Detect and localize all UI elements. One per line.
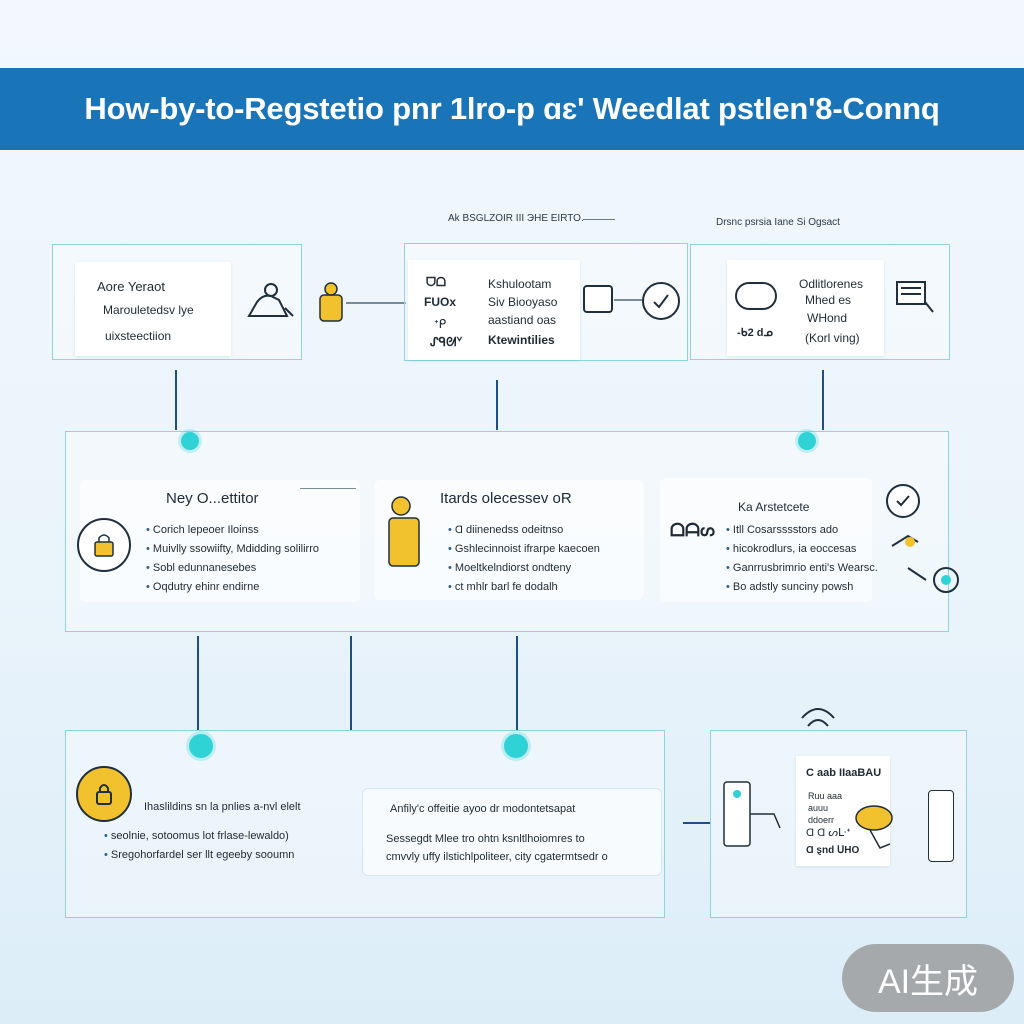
step-card-2-left-2: FUOx [424, 295, 457, 309]
list-row3-left: seolnie, sotoomus lot frlase-lewaldo) Sr… [104, 830, 294, 868]
hand-key-icon [855, 805, 893, 849]
subheading-right: Ka Arstetcete [738, 500, 810, 514]
list-item: Oqdutry ehinr endirne [146, 581, 319, 600]
step-card-3-line-2: Mhed es [805, 293, 852, 307]
connector-row3-r [683, 822, 711, 824]
list-item: Moeltkelndiorst ondteny [448, 562, 600, 581]
row3-left-title: Ihaslildins sn la pnlies a-nvl elelt [144, 801, 301, 813]
page-title: How-by-to-Regstetio pnr 1lro-p ɑɛ' Weedl… [84, 91, 940, 126]
list-center: Ɑ diinenedss odeitnso Gshlecinnoist ifra… [448, 524, 600, 600]
check-mark-icon [653, 294, 669, 309]
lock-shape-icon [94, 534, 114, 557]
node-row2-left [181, 432, 199, 450]
laptop-icon [896, 281, 934, 313]
row3-center-line-1: Sessegdt Mlee tro ohtn ksnltlhoiomres to [386, 833, 585, 845]
sub-card-right-label: ᗝᗩᔕ [670, 520, 716, 540]
subheading-left: Ney O...ettitor [166, 490, 259, 507]
list-item: Ganrrusbrimrio enti's Wearsc. [726, 562, 878, 581]
phone-door-icon [723, 781, 781, 847]
step-card-3-line-4: (Korl ving) [805, 331, 860, 345]
person-yellow-icon [319, 282, 343, 322]
user-register-icon [247, 283, 294, 317]
phone-icon [583, 285, 613, 313]
step-card-3-line-3: WHond [807, 311, 848, 325]
confirmation-card-line-1: Ruu aaa [808, 791, 843, 801]
caption-center-top: Ak BSGLZOIR III ЭНЕ EIRTO. [448, 213, 584, 224]
key-hand-icon [891, 534, 959, 593]
node-row3-center [504, 734, 528, 758]
step-card-1-line-3: uixsteectiion [105, 329, 172, 343]
padlock-shape-icon [96, 784, 112, 805]
step-card-1-line-1: Aore Yeraot [97, 279, 165, 294]
step-card-2-right-2: Siv Biooyaso [488, 295, 558, 309]
connector-v1 [175, 370, 177, 430]
list-right: Itll Cosarsssstors ado hicokrodlurs, ia … [726, 524, 878, 600]
step-card-3: Odlitlorenes Mhed es WHond (Korl ving) -… [727, 260, 884, 356]
step-card-2-right-4: Ktewintilies [488, 333, 555, 347]
step-card-1-line-2: Marouletedsv lye [103, 303, 194, 317]
confirmation-card-line-5: Ɑ ȿnd ᑌHO [806, 845, 860, 856]
connector-row2-a [300, 488, 356, 489]
confirmation-card-line-4: Ɑ Ɑ ᔕᒷᐩ [806, 827, 851, 839]
step-card-2-right-1: Kshulootam [488, 277, 552, 291]
connector-v4 [197, 636, 199, 730]
smile-shape-icon [896, 495, 910, 507]
title-banner: How-by-to-Regstetio pnr 1lro-p ɑɛ' Weedl… [0, 68, 1024, 150]
connector-row1-a [346, 302, 406, 304]
subheading-center: Itards olecessev oR [440, 490, 572, 507]
connector-v2 [496, 380, 498, 430]
list-item: seolnie, sotoomus lot frlase-lewaldo) [104, 830, 294, 849]
node-row3-left [189, 734, 213, 758]
step-card-2: ᗜᗝ FUOx ᐩᑭ ᔑᑫᘛᘁ Kshulootam Siv Biooyaso … [408, 260, 580, 360]
row3-center-title: Anfily'c offeitie ayoo dr modontetsapat [390, 803, 576, 815]
list-item: Muivlly ssowiifty, Mdidding solilirro [146, 543, 319, 562]
step-card-3-tag: -ᑲ2 dᓄ [737, 327, 773, 339]
confirmation-card-title: C aab IIaaBAU [806, 767, 882, 779]
connector-row1-b [614, 299, 642, 301]
list-left: Corich lepeoer Iloinss Muivlly ssowiifty… [146, 524, 319, 600]
step-card-2-left-1: ᗜᗝ [426, 275, 446, 289]
door-icon [928, 790, 954, 862]
list-item: Bo adstly sunciny powsh [726, 581, 878, 600]
list-item: Corich lepeoer Iloinss [146, 524, 319, 543]
check-circle-icon [642, 282, 680, 320]
list-item: Ɑ diinenedss odeitnso [448, 524, 600, 543]
step-card-3-line-1: Odlitlorenes [799, 277, 864, 291]
sub-card-row3-center [362, 788, 662, 876]
step-card-2-right-3: aastiand oas [488, 313, 557, 327]
node-row2-right [798, 432, 816, 450]
list-item: hicokrodlurs, ia eoccesas [726, 543, 878, 562]
connector-v6 [516, 636, 518, 730]
confirmation-card-line-3: ddoerr [808, 815, 835, 825]
lock-icon [77, 518, 131, 572]
row3-center-line-2: cmvvly uffy ilstichlpoliteer, city cgate… [386, 851, 608, 863]
ai-generated-badge: AI生成 [842, 944, 1014, 1012]
list-item: Itll Cosarsssstors ado [726, 524, 878, 543]
padlock-icon [76, 766, 132, 822]
caption-right-top: Drsnc psrsia Iane Si Ogsact [716, 217, 840, 228]
step-card-2-left-3: ᐩᑭ [434, 317, 447, 331]
step-card-2-left-4: ᔑᑫᘛᘁ [430, 335, 463, 349]
group-icon [735, 282, 777, 310]
confirmation-card-line-2: auuu [808, 803, 829, 813]
step-card-1: Aore Yeraot Marouletedsv lye uixsteectii… [75, 262, 231, 356]
list-item: Gshlecinnoist ifrarpe kaecoen [448, 543, 600, 562]
smile-check-icon [886, 484, 920, 518]
list-item: ct mhlr barl fe dodalh [448, 581, 600, 600]
connector-v5 [350, 636, 352, 730]
list-item: Sregohorfardel ser llt egeeby sooumn [104, 849, 294, 868]
caption-underline [583, 219, 615, 220]
wifi-signal-icon [801, 708, 835, 727]
connector-v3 [822, 370, 824, 430]
person-key-icon [388, 496, 420, 567]
list-item: Sobl edunnanesebes [146, 562, 319, 581]
